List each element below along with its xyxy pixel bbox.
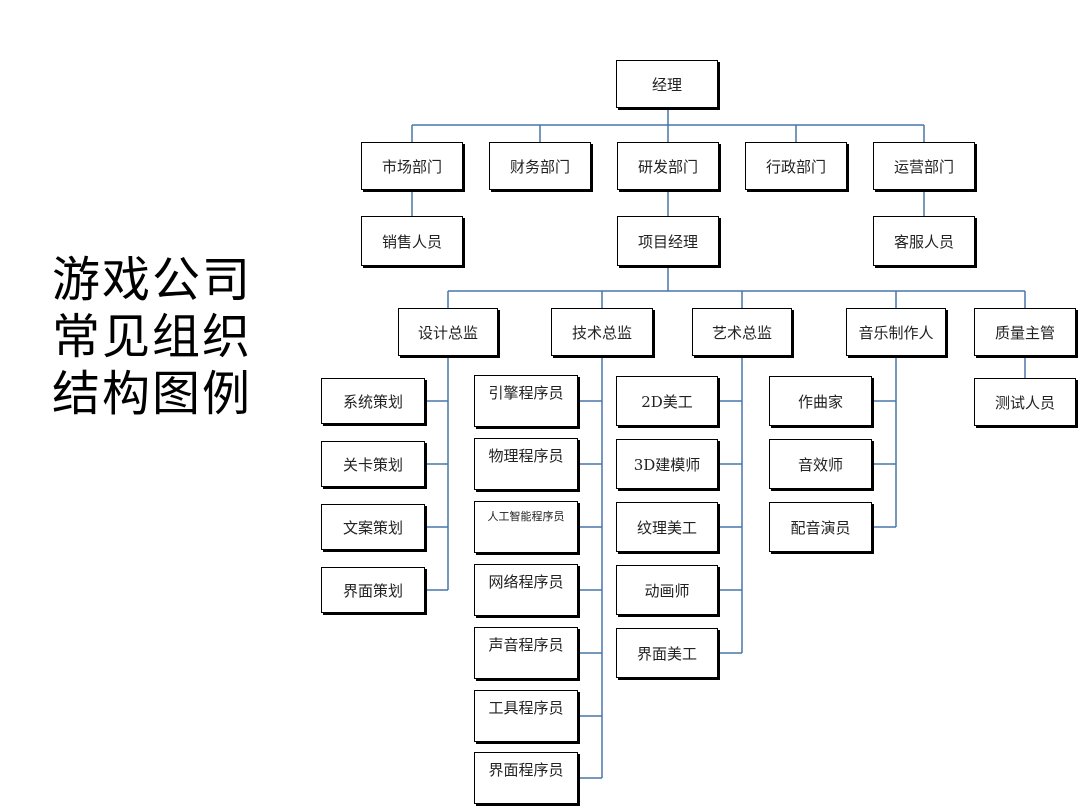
node-finance-dept: 财务部门 — [489, 142, 591, 190]
title-line-3: 结构图例 — [52, 366, 253, 422]
node-art-director: 艺术总监 — [692, 308, 792, 356]
connector-root — [411, 108, 925, 142]
title-line-1: 游戏公司 — [52, 252, 253, 308]
node-design-system: 系统策划 — [321, 378, 425, 424]
node-tech-physics: 物理程序员 — [474, 438, 578, 490]
connector-music — [872, 356, 897, 528]
node-qa-tester: 测试人员 — [974, 378, 1076, 426]
node-art-2d: 2D美工 — [616, 376, 718, 426]
node-music-producer: 音乐制作人 — [846, 308, 946, 356]
connector-design — [425, 356, 449, 591]
node-art-texture: 纹理美工 — [616, 502, 718, 552]
connector-art — [718, 356, 743, 654]
connector-pm — [447, 266, 1026, 308]
node-music-voice: 配音演员 — [769, 502, 872, 552]
node-ops-dept: 运营部门 — [873, 142, 975, 190]
node-art-animation: 动画师 — [616, 565, 718, 615]
connector-tech — [578, 356, 603, 779]
node-design-ui: 界面策划 — [321, 567, 425, 613]
node-rd-dept: 研发部门 — [617, 142, 719, 190]
node-art-3d: 3D建模师 — [616, 439, 718, 489]
page-title: 游戏公司 常见组织 结构图例 — [52, 252, 252, 423]
node-qa-lead: 质量主管 — [974, 308, 1076, 356]
title-line-2: 常见组织 — [52, 309, 253, 365]
node-art-ui: 界面美工 — [616, 628, 718, 678]
node-customer-service: 客服人员 — [873, 216, 975, 266]
node-tech-audio: 声音程序员 — [474, 627, 578, 679]
node-tech-ui: 界面程序员 — [474, 752, 578, 804]
node-tech-ai: 人工智能程序员 — [474, 501, 578, 553]
node-tech-director: 技术总监 — [551, 308, 653, 356]
node-design-level: 关卡策划 — [321, 441, 425, 487]
node-design-copy: 文案策划 — [321, 504, 425, 550]
node-tech-network: 网络程序员 — [474, 564, 578, 616]
node-sales: 销售人员 — [361, 216, 463, 266]
node-project-manager: 项目经理 — [617, 216, 719, 266]
node-tech-tools: 工具程序员 — [474, 690, 578, 742]
node-admin-dept: 行政部门 — [745, 142, 847, 190]
node-design-director: 设计总监 — [398, 308, 498, 356]
node-market-dept: 市场部门 — [361, 142, 463, 190]
node-music-composer: 作曲家 — [769, 376, 872, 426]
node-tech-engine: 引擎程序员 — [474, 375, 578, 427]
node-music-sfx: 音效师 — [769, 439, 872, 489]
node-manager: 经理 — [616, 60, 718, 108]
